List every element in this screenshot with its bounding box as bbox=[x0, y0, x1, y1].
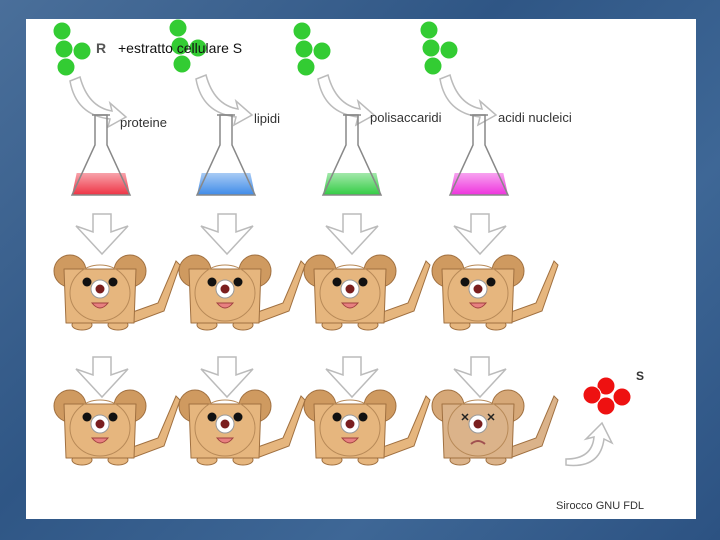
strain-s-label: S bbox=[636, 369, 644, 383]
mouse-row1-3 bbox=[304, 255, 430, 330]
substance-label-lipidi: lipidi bbox=[254, 111, 280, 126]
mouse-row2-4 bbox=[432, 390, 558, 465]
down-arrow-row2-3 bbox=[326, 357, 378, 397]
curved-arrow-result bbox=[566, 423, 612, 465]
down-arrow-row1-1 bbox=[76, 214, 128, 254]
mouse-row2-3 bbox=[304, 390, 430, 465]
experiment-diagram bbox=[26, 19, 696, 519]
strain-r-label: R bbox=[96, 40, 106, 56]
credit-text: Sirocco GNU FDL bbox=[556, 500, 644, 512]
curved-arrow-2 bbox=[196, 75, 252, 125]
flask-lipidi bbox=[197, 115, 255, 195]
slide: R +estratto cellulare S proteine lipidi … bbox=[26, 19, 696, 519]
down-arrow-row1-4 bbox=[454, 214, 506, 254]
flask-polisaccaridi bbox=[323, 115, 381, 195]
bacteria-r-cluster-1 bbox=[53, 22, 91, 76]
mouse-row1-2 bbox=[179, 255, 305, 330]
down-arrow-row1-2 bbox=[201, 214, 253, 254]
mouse-row2-1 bbox=[54, 390, 180, 465]
curved-arrow-4 bbox=[440, 75, 496, 125]
flask-acidi-nucleici bbox=[450, 115, 508, 195]
down-arrow-row2-2 bbox=[201, 357, 253, 397]
curved-arrow-1 bbox=[70, 77, 126, 127]
bacteria-s-cluster bbox=[583, 377, 631, 415]
slide-title: +estratto cellulare S bbox=[118, 40, 242, 56]
down-arrow-row2-1 bbox=[76, 357, 128, 397]
down-arrow-row1-3 bbox=[326, 214, 378, 254]
mouse-row2-2 bbox=[179, 390, 305, 465]
mouse-row1-4 bbox=[432, 255, 558, 330]
down-arrow-row2-4 bbox=[454, 357, 506, 397]
substance-label-acidi-nucleici: acidi nucleici bbox=[498, 110, 572, 125]
substance-label-polisaccaridi: polisaccaridi bbox=[370, 110, 442, 125]
bacteria-r-cluster-4 bbox=[420, 21, 458, 75]
substance-label-proteine: proteine bbox=[120, 115, 167, 130]
mouse-row1-1 bbox=[54, 255, 180, 330]
bacteria-r-cluster-3 bbox=[293, 22, 331, 76]
